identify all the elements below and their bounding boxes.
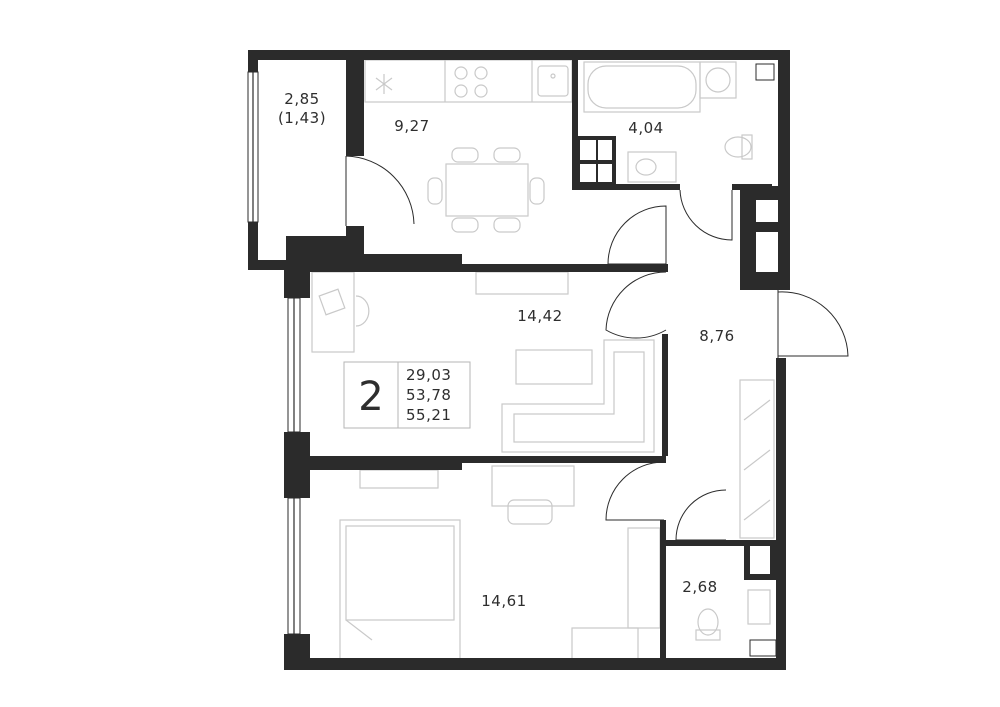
balcony-reduced-area-label: (1,43) bbox=[278, 109, 326, 127]
walls bbox=[248, 50, 790, 670]
corner-sofa bbox=[501, 339, 655, 453]
furniture bbox=[311, 59, 775, 661]
washing-machine-icon bbox=[699, 61, 737, 99]
living-area-value: 29,03 bbox=[406, 366, 451, 384]
dining-table bbox=[445, 163, 529, 217]
desk-chair bbox=[355, 295, 370, 327]
double-bed bbox=[339, 519, 461, 661]
entrance-door bbox=[777, 290, 849, 358]
hallway-area-label: 8,76 bbox=[699, 327, 734, 345]
bathroom-door bbox=[679, 189, 733, 241]
windows bbox=[247, 71, 301, 635]
tv-unit bbox=[475, 271, 569, 295]
bedroom-chair bbox=[507, 499, 553, 525]
bedroom-desk bbox=[491, 465, 575, 507]
bedroom-wardrobe bbox=[627, 527, 661, 629]
kitchen-door bbox=[607, 205, 667, 265]
bathtub-icon bbox=[587, 65, 697, 109]
wc-door bbox=[675, 489, 727, 541]
bath-washbasin-icon bbox=[627, 151, 677, 183]
bedroom-area-label: 14,61 bbox=[481, 592, 526, 610]
room-labels: 2,85 (1,43) 9,27 4,04 14,42 8,76 14,61 2… bbox=[278, 90, 734, 610]
wc-washbasin-icon bbox=[747, 589, 771, 625]
hob-icon bbox=[454, 66, 488, 98]
wc-area-label: 2,68 bbox=[682, 578, 717, 596]
ducts bbox=[576, 63, 778, 657]
wc-toilet-icon bbox=[695, 608, 721, 641]
balcony-door bbox=[345, 155, 415, 226]
balcony-area-label: 2,85 bbox=[284, 90, 319, 108]
bathroom-area-label: 4,04 bbox=[628, 119, 663, 137]
hallway-wardrobe bbox=[739, 379, 775, 539]
total-with-balcony-value: 55,21 bbox=[406, 406, 451, 424]
apartment-info-box: 2 29,03 53,78 55,21 bbox=[343, 361, 471, 429]
bedroom-dresser bbox=[571, 627, 639, 661]
bedroom-tv-unit bbox=[359, 469, 439, 489]
kitchen-area-label: 9,27 bbox=[394, 117, 429, 135]
living-room-area-label: 14,42 bbox=[517, 307, 562, 325]
room-count: 2 bbox=[358, 374, 383, 420]
doors bbox=[345, 155, 849, 541]
fridge-icon bbox=[375, 74, 393, 94]
bath-toilet-icon bbox=[724, 134, 753, 160]
living-door bbox=[605, 271, 667, 339]
kitchen-sink-icon bbox=[537, 65, 569, 97]
bedroom-door bbox=[605, 461, 665, 521]
total-area-value: 53,78 bbox=[406, 386, 451, 404]
coffee-table bbox=[515, 349, 593, 385]
